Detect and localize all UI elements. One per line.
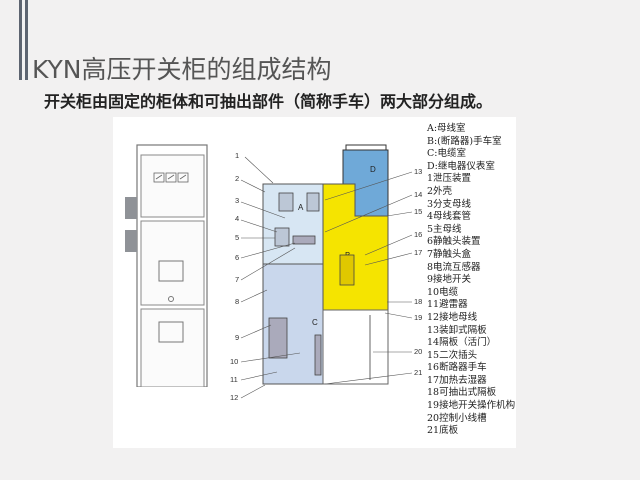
svg-text:15: 15 (414, 207, 422, 216)
accent-bar-right (25, 0, 28, 80)
svg-text:C: C (312, 318, 318, 327)
svg-text:21: 21 (414, 368, 422, 377)
legend-item: 5主母线 (427, 223, 462, 235)
legend-item: 21底板 (427, 425, 459, 437)
legend-item: 14隔板（活门） (427, 337, 497, 349)
legend-item: 18可抽出式隔板 (427, 387, 497, 399)
svg-text:1: 1 (235, 151, 239, 160)
legend-item: 4母线套管 (427, 211, 472, 223)
svg-text:18: 18 (414, 297, 422, 306)
legend-item: 8电流互感器 (427, 261, 481, 273)
svg-text:10: 10 (230, 357, 238, 366)
svg-text:5: 5 (235, 233, 239, 242)
legend-item: 10电缆 (427, 286, 459, 298)
svg-text:17: 17 (414, 248, 422, 257)
svg-text:19: 19 (414, 313, 422, 322)
svg-text:9: 9 (235, 333, 239, 342)
legend-item: 2外壳 (427, 185, 453, 197)
svg-text:14: 14 (414, 190, 422, 199)
svg-text:11: 11 (230, 375, 238, 384)
legend-item: 16断路器手车 (427, 362, 487, 374)
legend-item: 3分支母线 (427, 198, 472, 210)
legend-item: 17加热去湿器 (427, 374, 487, 386)
legend-item: B:(断路器)手车室 (427, 135, 502, 147)
legend-item: 7静触头盒 (427, 248, 472, 260)
legend-item: 12接地母线 (427, 311, 478, 323)
svg-text:A: A (298, 203, 304, 212)
svg-text:16: 16 (414, 230, 422, 239)
legend-item: 15二次插头 (427, 349, 478, 361)
svg-text:4: 4 (235, 214, 239, 223)
slide-title: KYN高压开关柜的组成结构 (32, 55, 332, 84)
component-legend: A:母线室 B:(断路器)手车室 C:电缆室 D:继电器仪表室 1泄压装置 2外… (427, 123, 515, 438)
legend-item: 20控制小线槽 (427, 412, 487, 424)
slide-subtitle: 开关柜由固定的柜体和可抽出部件（简称手车）两大部分组成。 (44, 92, 493, 111)
legend-item: D:继电器仪表室 (427, 160, 495, 172)
legend-item: 19接地开关操作机构 (427, 400, 516, 412)
legend-item: A:母线室 (427, 123, 466, 134)
cabinet-front-view (125, 144, 208, 387)
svg-text:2: 2 (235, 174, 239, 183)
legend-item: 1泄压装置 (427, 173, 472, 185)
svg-text:20: 20 (414, 347, 422, 356)
svg-text:12: 12 (230, 393, 238, 402)
legend-item: 13装卸式隔板 (427, 324, 487, 336)
svg-text:6: 6 (235, 253, 239, 262)
meter-icons (153, 172, 189, 183)
svg-text:7: 7 (235, 275, 239, 284)
svg-text:13: 13 (414, 167, 422, 176)
legend-item: 11避雷器 (427, 299, 468, 311)
svg-text:8: 8 (235, 297, 239, 306)
svg-text:D: D (370, 165, 376, 174)
legend-item: 9接地开关 (427, 274, 472, 286)
accent-bar-left (19, 0, 22, 80)
svg-text:3: 3 (235, 196, 239, 205)
legend-item: 6静触头装置 (427, 236, 481, 248)
legend-item: C:电缆室 (427, 148, 466, 160)
